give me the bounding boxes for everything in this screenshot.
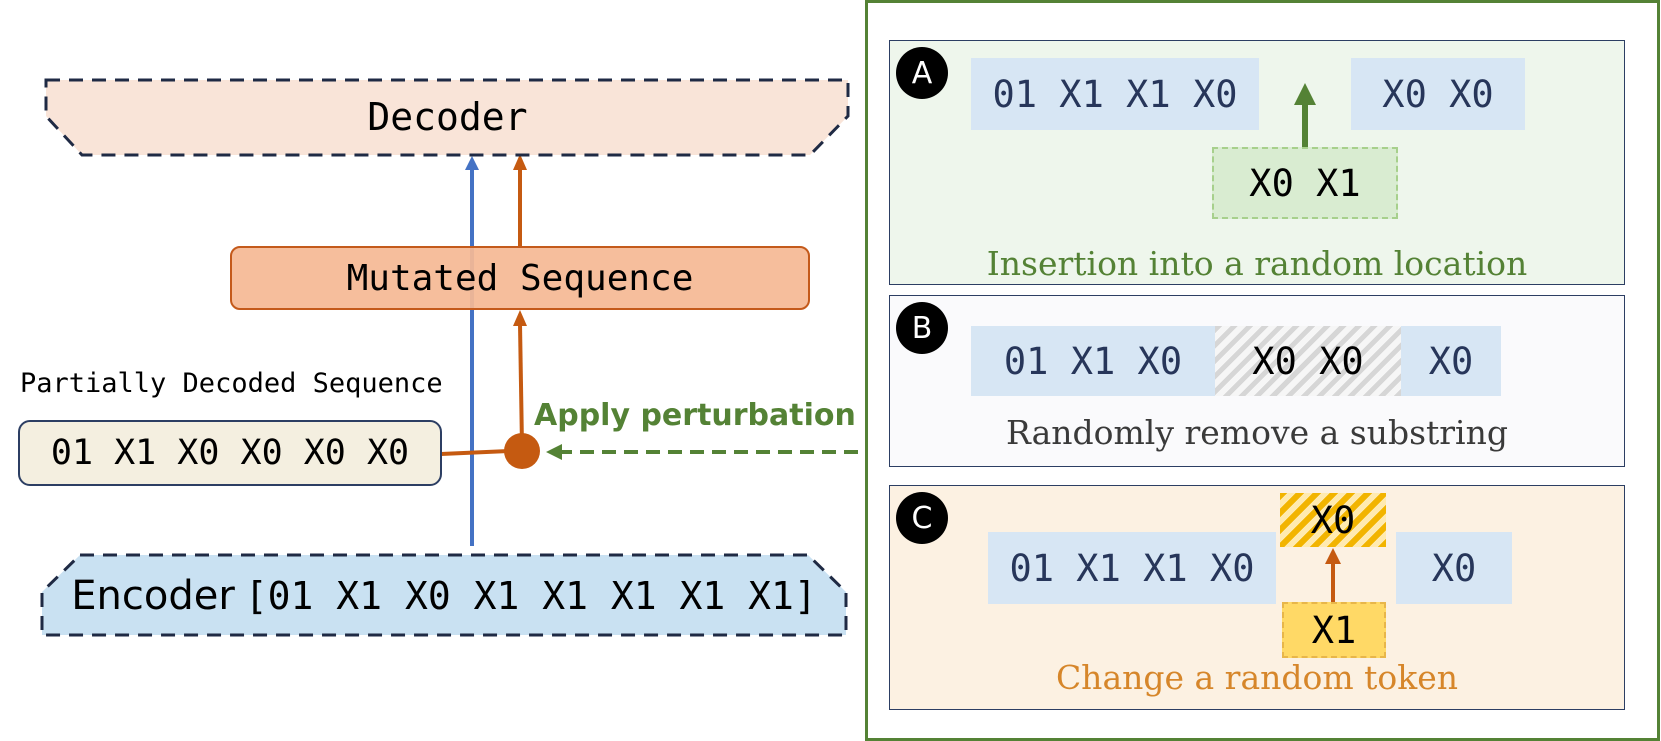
- badge-b: B: [896, 302, 948, 354]
- panel-a-caption: Insertion into a random location: [986, 244, 1528, 283]
- panel-insertion: A 01 X1 X1 X0 X0 X0 X0 X1 Insertion into…: [889, 40, 1625, 285]
- panel-b-token-right: X0: [1401, 326, 1501, 396]
- panel-a-token-right: X0 X0: [1351, 58, 1525, 130]
- panel-b-caption: Randomly remove a substring: [1005, 413, 1508, 452]
- mutated-sequence-box: [230, 246, 810, 310]
- apply-perturbation-label: Apply perturbation: [534, 398, 856, 433]
- panel-b-token-left: 01 X1 X0: [971, 326, 1215, 396]
- panel-a-inserted-token: X0 X1: [1212, 147, 1398, 219]
- encoder-label: Encoder: [71, 573, 235, 619]
- panel-c-changed-token: X0: [1280, 493, 1386, 547]
- partial-sequence-title: Partially Decoded Sequence: [20, 368, 443, 399]
- badge-c: C: [896, 492, 948, 544]
- perturb-to-mutated-arrow: [518, 323, 524, 447]
- panel-removal: B 01 X1 X0 X0 X0 X0 Randomly remove a su…: [889, 295, 1625, 467]
- badge-a: A: [896, 47, 948, 99]
- decoder-block: [44, 78, 850, 157]
- panel-b-removed-token: X0 X0: [1215, 326, 1401, 396]
- perturb-node: [504, 433, 540, 469]
- panel-c-original-token: X1: [1282, 602, 1386, 658]
- panel-change-token: C 01 X1 X1 X0 X0 X0 X1 Change a random t…: [889, 485, 1625, 710]
- encoder-content: Encoder [01 X1 X0 X1 X1 X1 X1 X1]: [38, 556, 850, 636]
- encoder-sequence: [01 X1 X0 X1 X1 X1 X1 X1]: [244, 574, 817, 618]
- encoder-block: [40, 553, 848, 637]
- partial-to-perturb-line: [440, 449, 511, 456]
- mutated-sequence-label: Mutated Sequence: [346, 257, 694, 299]
- panel-c-token-left: 01 X1 X1 X0: [988, 532, 1276, 604]
- change-arrow: [1325, 548, 1341, 604]
- decoder-label: Decoder: [367, 95, 528, 139]
- partial-sequence-box: 01 X1 X0 X0 X0 X0: [18, 420, 442, 486]
- perturbation-types-frame: [865, 0, 1660, 741]
- panel-c-caption: Change a random token: [1055, 658, 1459, 697]
- panel-c-token-right: X0: [1396, 532, 1512, 604]
- panel-a-token-left: 01 X1 X1 X0: [971, 58, 1259, 130]
